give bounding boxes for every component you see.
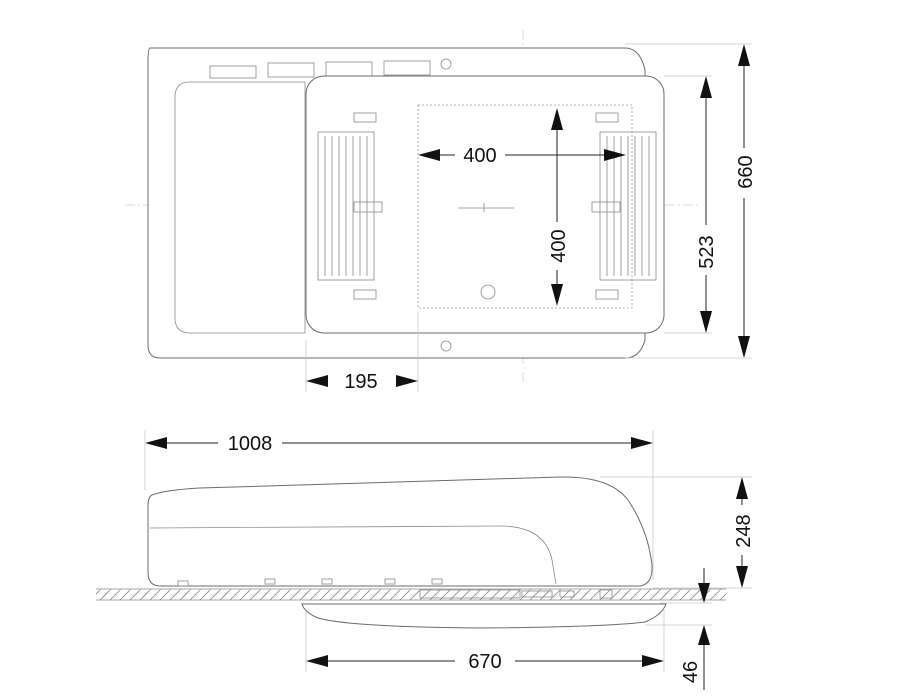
drain-hole (480, 284, 496, 300)
inner-width-label: 400 (463, 145, 496, 167)
dimension-inner-width: 400 (418, 145, 626, 167)
dimension-offset: 195 (306, 371, 418, 393)
dimension-plate-width: 670 (306, 651, 664, 673)
height-label: 248 (733, 514, 755, 547)
inner-opening (417, 104, 633, 309)
body-contour-line (149, 525, 557, 585)
dimension-total-length: 1008 (145, 433, 653, 455)
total-length-label: 1008 (228, 433, 273, 455)
left-inner-panel (174, 81, 306, 334)
dimension-total-depth: 660 (735, 44, 757, 358)
left-grille (317, 112, 383, 300)
ceiling-plate (301, 603, 667, 629)
base-plate (305, 75, 665, 334)
ceiling-plate-details (419, 589, 613, 599)
inner-depth-label: 400 (548, 229, 570, 262)
dimension-inner-depth: 400 (548, 108, 570, 306)
dimension-base-depth: 523 (696, 76, 718, 333)
roof-hatch (96, 589, 726, 600)
dimension-height: 248 (733, 477, 755, 588)
base-depth-label: 523 (696, 235, 718, 268)
offset-label: 195 (344, 371, 377, 393)
unit-feet (177, 578, 443, 587)
top-vent-slots (209, 58, 452, 352)
total-depth-label: 660 (735, 155, 757, 188)
plate-thickness-label: 46 (680, 661, 702, 683)
plan-view: 400 400 523 660 (125, 30, 757, 393)
unit-body (147, 476, 653, 587)
dimension-plate-thickness: 46 (680, 568, 710, 690)
side-view: 1008 248 46 670 (96, 430, 755, 690)
plate-width-label: 670 (468, 651, 501, 673)
